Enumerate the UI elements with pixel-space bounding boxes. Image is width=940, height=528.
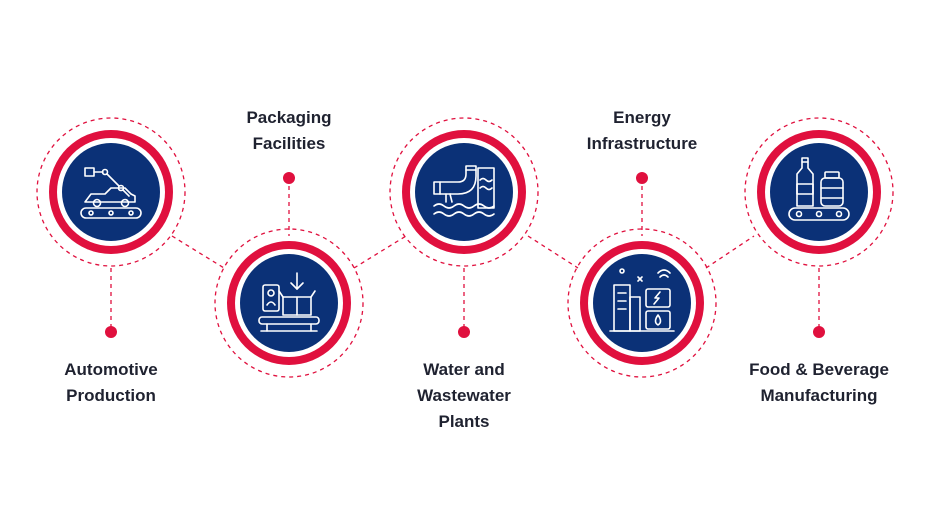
label-line: Automotive xyxy=(64,360,158,379)
end-dots xyxy=(105,172,825,338)
packaging-box-conveyor-icon xyxy=(258,272,320,332)
node-energy xyxy=(567,228,717,378)
label-energy: Energy Infrastructure xyxy=(542,105,742,157)
label-line: Facilities xyxy=(252,134,326,153)
label-line: Manufacturing xyxy=(760,386,878,405)
bottles-conveyor-icon xyxy=(788,157,850,221)
label-line: Plants xyxy=(438,412,490,431)
node-food-beverage xyxy=(744,117,894,267)
label-line: Wastewater xyxy=(417,386,511,405)
dot-5 xyxy=(813,326,825,338)
connector-2-3 xyxy=(353,235,407,269)
label-line: Energy xyxy=(613,108,671,127)
energy-building-battery-icon xyxy=(609,268,675,332)
connectors xyxy=(110,178,820,332)
connector-1-2 xyxy=(171,235,225,269)
label-line: Production xyxy=(66,386,156,405)
label-line: Food & Beverage xyxy=(749,360,889,379)
label-water: Water and Wastewater Plants xyxy=(364,357,564,435)
label-automotive: Automotive Production xyxy=(11,357,211,409)
label-line: Packaging xyxy=(246,108,332,127)
water-pipe-outflow-icon xyxy=(433,165,495,217)
label-line: Water and xyxy=(423,360,505,379)
label-line: Infrastructure xyxy=(586,134,698,153)
label-food-beverage: Food & Beverage Manufacturing xyxy=(719,357,919,409)
connector-4-5 xyxy=(705,235,755,269)
dot-2 xyxy=(283,172,295,184)
dot-3 xyxy=(458,326,470,338)
node-automotive xyxy=(36,117,186,267)
label-packaging: Packaging Facilities xyxy=(189,105,389,157)
connector-3-4 xyxy=(527,235,579,269)
node-packaging xyxy=(214,228,364,378)
node-water xyxy=(389,117,539,267)
robot-arm-car-assembly-icon xyxy=(80,167,142,219)
dot-4 xyxy=(636,172,648,184)
dot-1 xyxy=(105,326,117,338)
